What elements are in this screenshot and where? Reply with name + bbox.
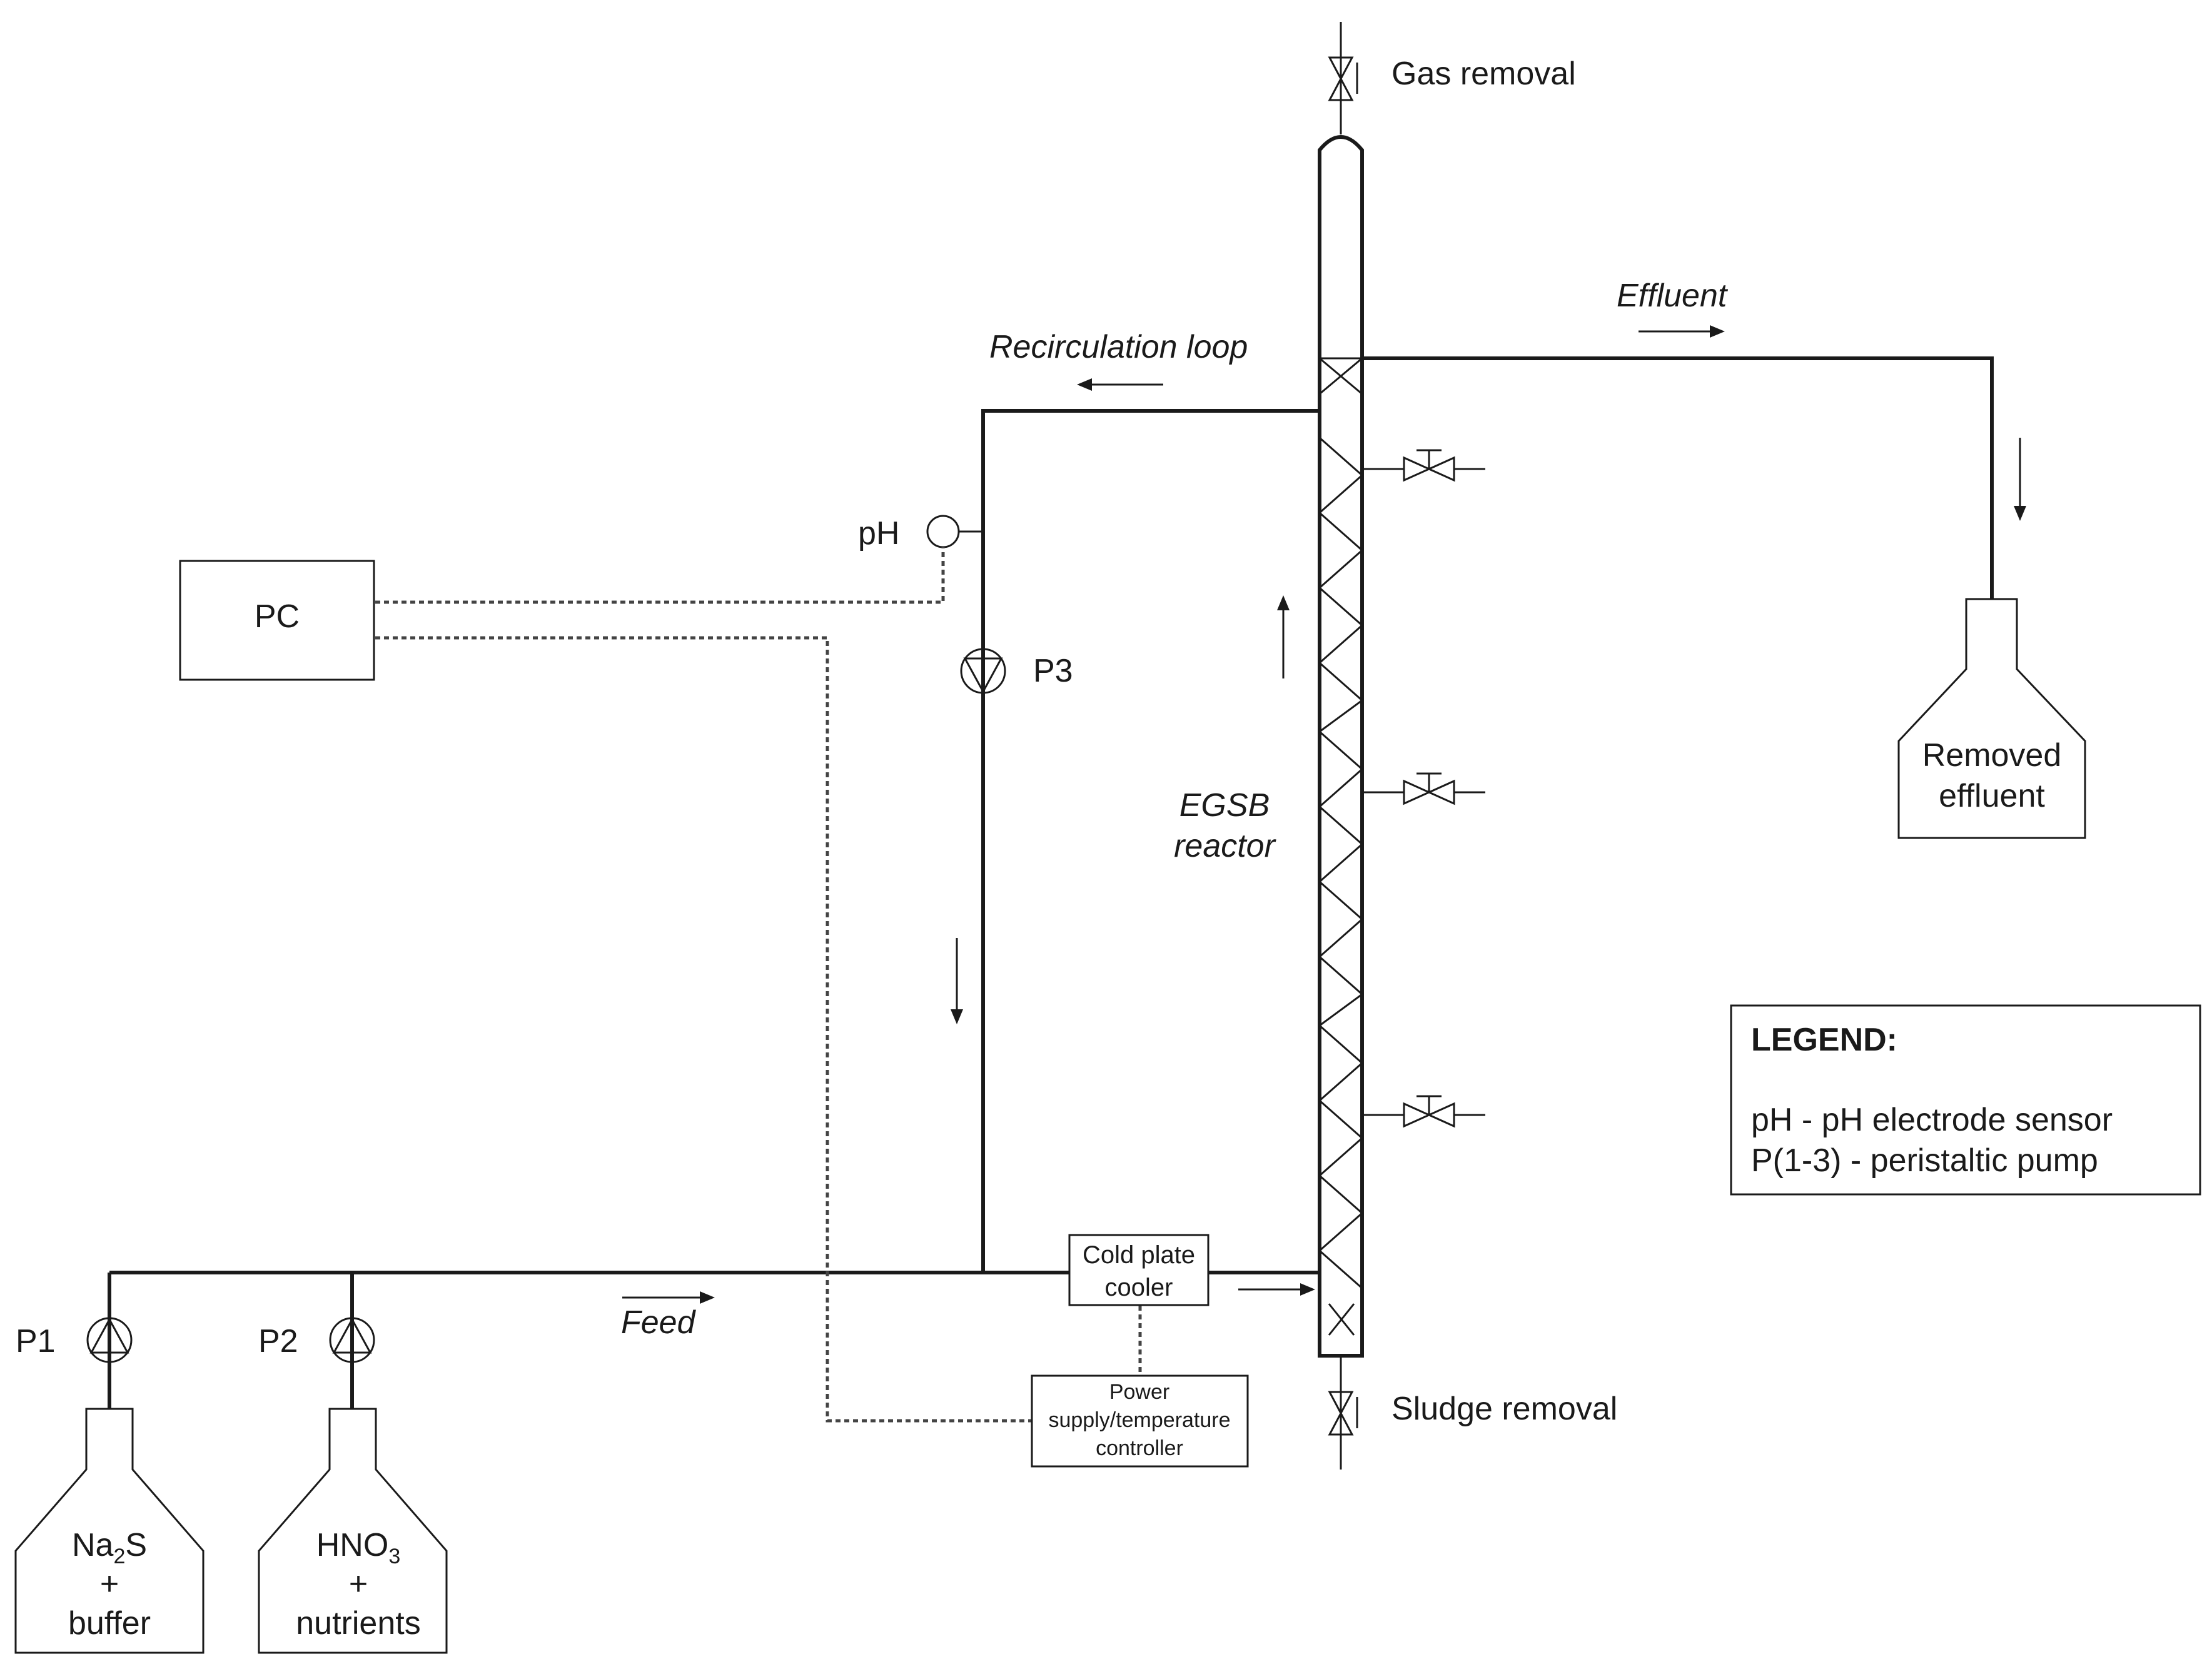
egsb-reactor-column [1318, 135, 1364, 1358]
removed-effluent-label-line2: effluent [1939, 778, 2045, 814]
reactor-packing-pattern [1319, 357, 1363, 1336]
bottle-na2s-buffer [14, 1408, 205, 1654]
power-supply-controller-box [1031, 1374, 1249, 1468]
gas-removal-label: Gas removal [1391, 56, 1576, 92]
legend-box [1730, 1004, 2201, 1196]
power-supply-label-line3: controller [1096, 1436, 1183, 1460]
power-supply-label-line2: supply/temperature [1048, 1408, 1230, 1432]
p3-label: P3 [1033, 653, 1073, 689]
power-supply-label-line1: Power [1109, 1380, 1169, 1404]
cooler-outlet-arrow-icon [1238, 1283, 1315, 1296]
pump-p1-icon [86, 1317, 133, 1363]
effluent-arrow-icon [1639, 325, 1725, 338]
pump-p2-icon [329, 1317, 375, 1363]
cold-plate-label-line1: Cold plate [1083, 1241, 1195, 1269]
pc-controller-signal-line [375, 636, 1032, 1423]
egsb-label-line2: reactor [1174, 828, 1277, 864]
legend-title: LEGEND: [1751, 1022, 1897, 1058]
recirculation-arrow-icon [1077, 378, 1163, 391]
feed-arrow-icon [622, 1291, 715, 1304]
effluent-pipe [1362, 356, 1994, 599]
p1-label: P1 [16, 1323, 56, 1359]
effluent-label: Effluent [1617, 278, 1729, 314]
sampling-valve-2-icon [1362, 772, 1485, 805]
sampling-valve-3-icon [1362, 1095, 1485, 1128]
bottle-removed-effluent [1897, 598, 2086, 839]
reactor-up-arrow-icon [1277, 595, 1290, 678]
bottle1-formula: Na2S [72, 1527, 147, 1568]
pc-label: PC [255, 598, 300, 635]
bottle1-plus: + [100, 1566, 119, 1602]
bottle1-content: buffer [68, 1605, 151, 1641]
cold-plate-cooler-box [1068, 1234, 1210, 1306]
p2-label: P2 [258, 1323, 298, 1359]
bottle2-formula: HNO3 [316, 1527, 400, 1568]
ph-sensor-icon [926, 515, 960, 548]
legend-line-ph: pH - pH electrode sensor [1751, 1102, 2113, 1138]
removed-effluent-label-line1: Removed [1922, 737, 2062, 774]
sampling-valve-1-icon [1362, 449, 1485, 482]
pc-ph-signal-line [375, 547, 945, 604]
recirculation-pipe [981, 409, 1320, 1273]
pc-box [179, 560, 375, 681]
loop-down-arrow-icon [951, 938, 963, 1024]
ph-label: pH [858, 515, 899, 552]
bottle2-plus: + [349, 1566, 368, 1602]
bottle2-content: nutrients [296, 1605, 420, 1641]
recirculation-loop-label: Recirculation loop [989, 329, 1248, 365]
pump-p3-icon [960, 648, 1006, 694]
cold-plate-label-line2: cooler [1105, 1274, 1173, 1301]
sludge-removal-label: Sludge removal [1391, 1391, 1617, 1427]
feed-label: Feed [621, 1304, 697, 1341]
egsb-label-line1: EGSB [1179, 787, 1270, 824]
legend-line-pumps: P(1-3) - peristaltic pump [1751, 1142, 2098, 1179]
bottle-hno3-nutrients [258, 1408, 448, 1654]
gas-removal-valve-icon [1328, 22, 1358, 134]
sludge-removal-valve-icon [1328, 1356, 1358, 1470]
removed-effluent-down-arrow-icon [2014, 438, 2026, 521]
